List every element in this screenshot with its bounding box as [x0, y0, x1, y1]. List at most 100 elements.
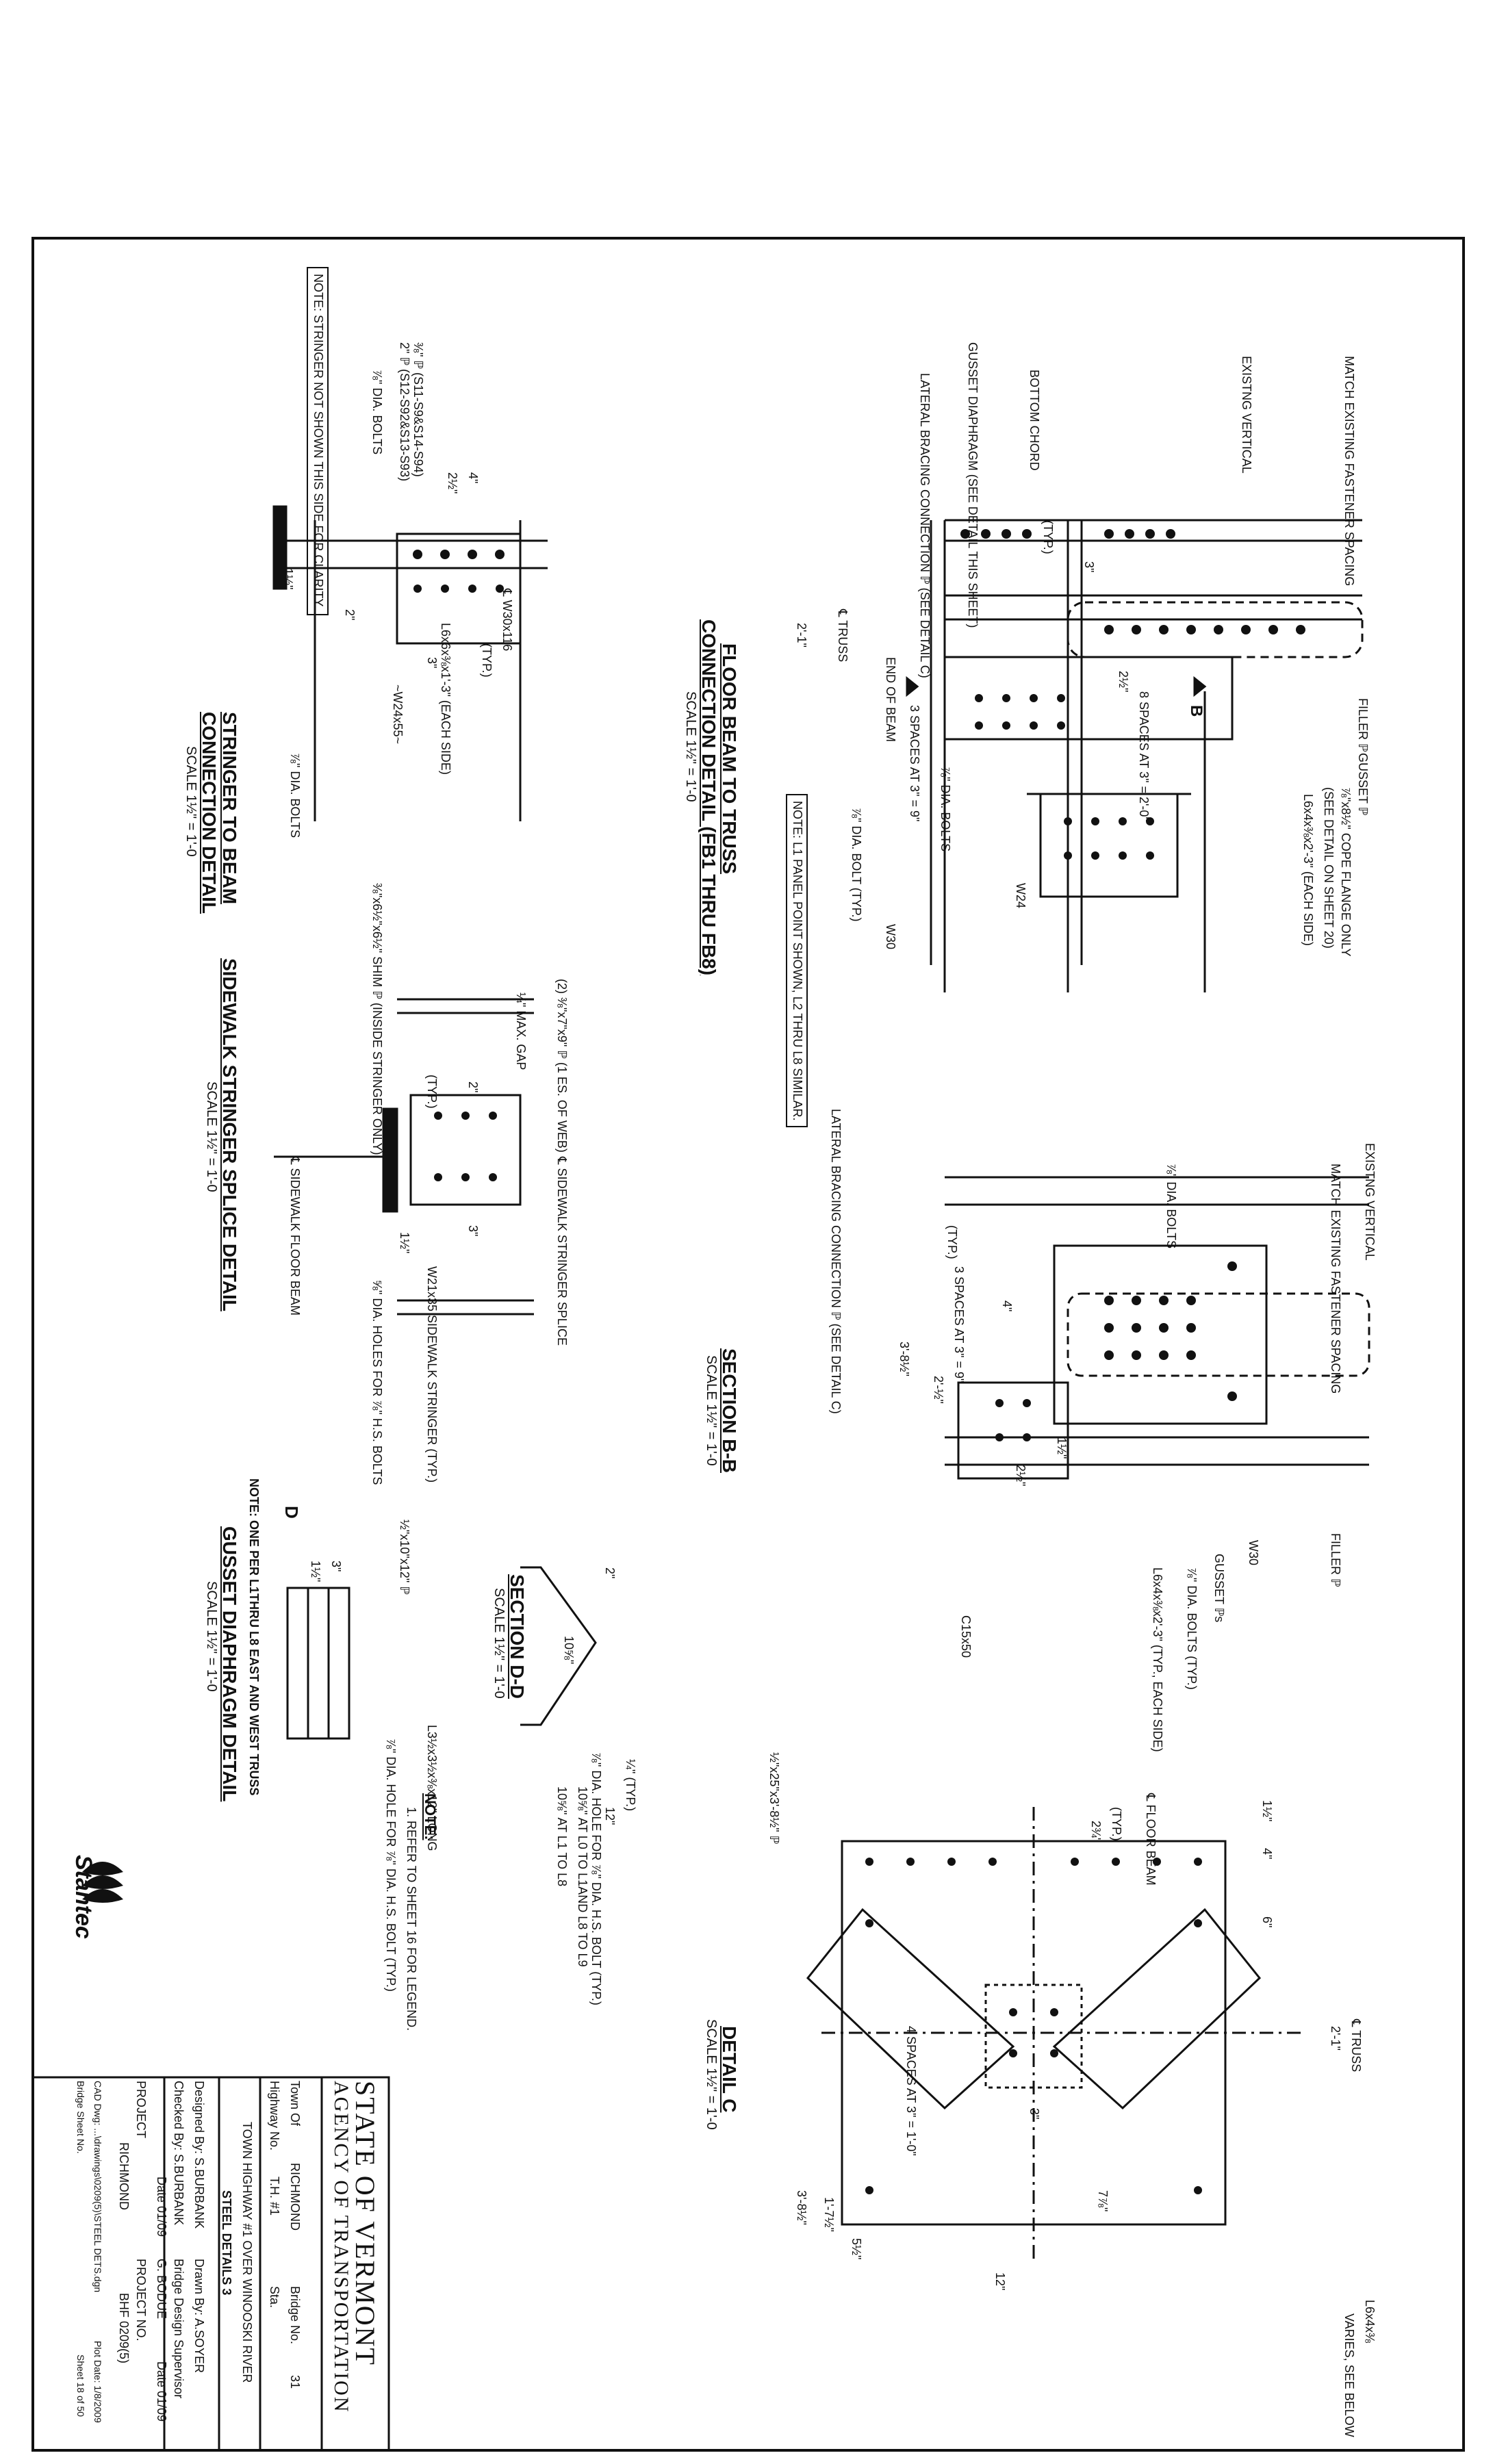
checked-date: Date 01/09 — [155, 2177, 168, 2237]
supervisor-name: G. BODUE — [155, 2259, 168, 2320]
dc-callout-5: VARIES, SEE BELOW — [1342, 2313, 1356, 2437]
fb-callout-9: L6x4x⅜x2'-3" (EACH SIDE) — [1301, 794, 1315, 946]
fb-callout-17: W30 — [884, 924, 897, 950]
stantec-logo: Stantec — [71, 1855, 97, 1939]
st-callout-2: ⅞" DIA. BOLTS — [370, 370, 384, 455]
ss-callout-8: (TYP.) — [425, 1075, 439, 1109]
sheet-border — [31, 237, 1465, 2452]
gusset-diaphragm-title: GUSSET DIAPHRAGM DETAIL — [219, 1526, 240, 1802]
st-callout-5: ~W24x55~ — [391, 684, 405, 745]
project-label: PROJECT — [134, 2081, 148, 2139]
fb-callout-13: ⅞" DIA. BOLT (TYP.) — [850, 808, 863, 922]
gd-callout-2: ⅞" DIA. HOLE FOR ⅞" DIA. H.S. BOLT (TYP.… — [384, 1738, 398, 1992]
fb-callout-0: MATCH EXISTING FASTENER SPACING — [1342, 356, 1356, 587]
fb-callout-6: GUSSET ℙ — [1356, 753, 1370, 816]
floor-beam-note: NOTE: L1 PANEL POINT SHOWN, L2 THRU L8 S… — [786, 794, 808, 1128]
fb-callout-5: FILLER ℙ — [1356, 698, 1370, 752]
st-callout-10: 3" — [425, 657, 439, 669]
st-callout-9: (TYP.) — [480, 643, 494, 678]
dc-table-desc-0: AT L0 TO L1AND L8 TO L9 — [576, 1817, 589, 1967]
gd-callout-0: ½"x10"x12" ℙ — [398, 1519, 411, 1595]
st-callout-12: 2" — [343, 609, 357, 621]
floor-beam-scale: SCALE 1½" = 1'-0 — [683, 691, 698, 802]
fb-callout-20: (TYP.) — [1041, 520, 1055, 554]
fb-callout-12: ⅞" DIA. BOLTS — [939, 767, 952, 852]
bridge-value: 31 — [288, 2375, 302, 2389]
drawn-by: Drawn By: A.SOYER — [192, 2259, 206, 2374]
bb-callout-12: 2'-½" — [932, 1376, 945, 1404]
dc-callout-3: ½"x25"x3'-8½" ℙ — [767, 1752, 781, 1845]
stringer-scale: SCALE 1½" = 1'-0 — [183, 746, 199, 857]
dc-callout-1: ℄ TRUSS — [1349, 2019, 1363, 2072]
section-dd-title: SECTION D-D — [507, 1574, 528, 1699]
section-bb-scale: SCALE 1½" = 1'-0 — [704, 1355, 719, 1466]
sheet-number: Sheet 18 of 50 — [75, 2354, 86, 2417]
fb-callout-10: 8 SPACES AT 3" = 2'-0" — [1137, 691, 1151, 821]
bb-callout-13: (TYP.) — [945, 1225, 959, 1259]
stringer-note: NOTE: STRINGER NOT SHOWN THIS SIDE FOR C… — [307, 267, 329, 616]
bb-callout-5: FILLER ℙ — [1329, 1533, 1342, 1587]
dc-table-dim-1: 10⅝" — [555, 1786, 569, 1815]
st-callout-6: ⅞" DIA. BOLTS — [288, 753, 302, 838]
ss-callout-7: 2" — [466, 1081, 480, 1093]
st-callout-1: 2" ℙ (S12-S92&S13-S93) — [398, 342, 411, 482]
cad-file: CAD Dwg: ...\drawings\0209(5)\STEEL DETS… — [92, 2081, 103, 2293]
detail-c-scale: SCALE 1½" = 1'-0 — [704, 2019, 719, 2130]
dc-callout-11: 2¾" — [1089, 1821, 1103, 1843]
bb-callout-6: W30 — [1247, 1540, 1260, 1566]
dc-callout-9: 3'-8½" — [795, 2190, 808, 2225]
sidewalk-splice-title: SIDEWALK STRINGER SPLICE DETAIL — [219, 958, 240, 1311]
road-description: TOWN HIGHWAY #1 OVER WINOOSKI RIVER — [240, 2122, 254, 2383]
bb-callout-2: ⅞" DIA. BOLTS — [1164, 1164, 1178, 1249]
fb-callout-14: END OF BEAM — [884, 657, 897, 743]
ss-callout-6: ⅝" DIA. HOLES FOR ⅞" H.S. BOLTS — [370, 1280, 384, 1485]
dc-callout-15: 1½" — [1260, 1800, 1274, 1822]
dc-table-dim-0: 10⅝" — [576, 1786, 589, 1815]
bb-callout-9: L6x4x⅜x2'-3" (TYP., EACH SIDE) — [1151, 1567, 1164, 1752]
dc-table-row-1: 10⅝" AT L1 TO L8 — [554, 1786, 569, 1886]
bb-callout-0: EXISTNG VERTICAL — [1363, 1143, 1377, 1261]
fb-callout-3: GUSSET DIAPHRAGM (SEE DETAIL THIS SHEET) — [966, 342, 980, 628]
st-callout-8: 2½" — [446, 472, 459, 494]
st-callout-3: ℄ W30x116 — [500, 589, 514, 652]
dc-callout-13: 4" — [1260, 1848, 1274, 1860]
dc-callout-0: ℄ FLOOR BEAM — [1144, 1793, 1158, 1886]
town-value: RICHMOND — [288, 2163, 302, 2231]
title-block-frame — [31, 2076, 390, 2452]
bridge-sheet-label: Bridge Sheet No. — [75, 2081, 86, 2154]
bb-callout-8: ⅞" DIA. BOLTS (TYP.) — [1185, 1567, 1199, 1690]
project-no-label: PROJECT NO. — [134, 2259, 148, 2341]
bb-callout-11: 3'-8½" — [897, 1342, 911, 1376]
fb-callout-7: ⅞"x8½" COPE FLANGE ONLY — [1339, 787, 1353, 957]
dc-callout-2: 2'-1" — [1329, 2026, 1342, 2051]
fb-callout-4: LATERAL BRACING CONNECTION ℙ (SEE DETAIL… — [918, 373, 932, 678]
stringer-detail-drawing — [272, 505, 548, 821]
sidewalk-splice-scale: SCALE 1½" = 1'-0 — [204, 1081, 219, 1192]
fb-callout-15: ℄ TRUSS — [836, 609, 850, 663]
fb-callout-21: 3" — [1082, 561, 1096, 573]
bb-callout-15: 2½" — [1014, 1465, 1028, 1487]
dc-callout-7: 5½" — [850, 2238, 863, 2260]
fb-callout-19: 2½" — [1116, 671, 1130, 693]
dd-callout-0: 10⅝" — [562, 1636, 576, 1665]
dd-callout-2: ¼" (TYP.) — [624, 1759, 637, 1812]
town-label: Town Of — [288, 2081, 302, 2127]
sidewalk-splice-drawing — [274, 998, 534, 1316]
section-bb-drawing — [945, 1176, 1370, 1480]
supervisor-date: Date 01/09 — [155, 2361, 168, 2422]
fb-callout-1: EXISTNG VERTICAL — [1240, 356, 1253, 474]
sheet-title: STEEL DETAILS 3 — [220, 2190, 233, 2296]
dc-callout-17: (TYP.) — [1110, 1807, 1123, 1841]
dc-callout-14: 6" — [1260, 1916, 1274, 1928]
floor-beam-detail — [906, 519, 1364, 992]
floor-beam-title-1: FLOOR BEAM TO TRUSS — [719, 643, 740, 875]
ss-callout-1: ⅜"x6½"x6½" SHIM ℙ (INSIDE STRINGER ONLY) — [370, 883, 384, 1155]
fb-callout-8: (SEE DETAIL ON SHEET 20) — [1322, 787, 1336, 949]
notes-item-0: 1. REFER TO SHEET 16 FOR LEGEND. — [405, 1807, 418, 2031]
stringer-title-2: CONNECTION DETAIL — [199, 712, 220, 914]
st-callout-11: 1½" — [281, 568, 295, 590]
gd-callout-5: 3" — [329, 1561, 343, 1572]
fb-callout-18: 2'-1" — [795, 623, 808, 647]
highway-value: T.H. #1 — [268, 2177, 281, 2216]
